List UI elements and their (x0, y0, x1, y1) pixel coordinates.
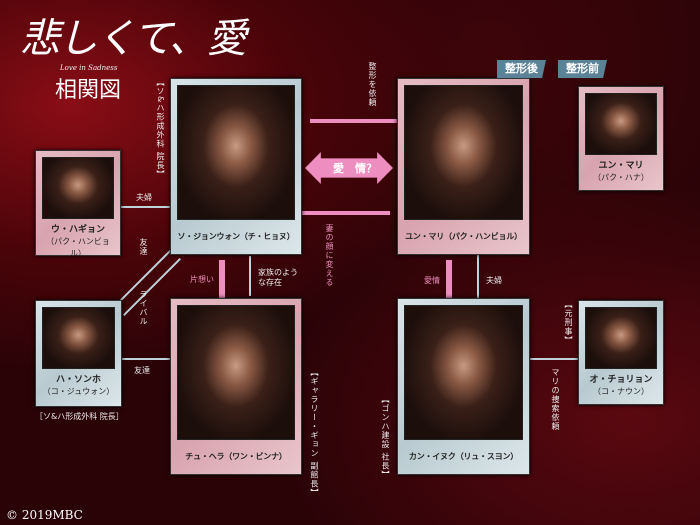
character-photo (585, 93, 657, 155)
arrow-family-like (249, 256, 251, 296)
arrow-surgery-request (310, 119, 397, 123)
line-search-request (530, 358, 578, 360)
actor-name: （コ・ナウン） (593, 387, 649, 396)
character-name-block: ウ・ハギョン （パク・ハンビョル） (42, 224, 114, 260)
copyright: © 2019MBC (6, 508, 83, 522)
relation-couple: 夫婦 (136, 193, 152, 202)
actor-name: （コ・ジュウォン） (42, 387, 115, 396)
relation-couple: 夫婦 (486, 276, 502, 285)
arrow-friend (119, 244, 177, 302)
relation-love-question: 愛 情？ (333, 162, 377, 175)
arrow-one-sided (219, 260, 225, 298)
role-inuk: 【ゴンハ建設 社長】 (381, 395, 390, 480)
character-name: ハ・ソンホ (55, 375, 101, 385)
character-card-mari-before[interactable]: ユン・マリ （パク・ハナ） (578, 86, 664, 191)
relation-search-request: マリの捜索依頼 (551, 368, 560, 431)
character-name: チュ・ヘラ（ワン・ビンナ） (185, 451, 287, 461)
character-name: カン・イヌク（リュ・スヨン） (408, 451, 519, 461)
relation-family-like: 家族のような存在 (258, 268, 298, 287)
arrow-love (446, 260, 452, 298)
tag-after-surgery: 整形後 (497, 60, 546, 78)
character-card-jeongwon[interactable]: ソ・ジョンウォン（チ・ヒョヌ） (170, 78, 302, 255)
actor-name: （パク・ハナ） (593, 173, 649, 182)
relation-friend: 友達 (139, 238, 148, 256)
character-card-sonho[interactable]: ハ・ソンホ （コ・ジュウォン） (35, 300, 122, 407)
character-photo (404, 85, 523, 220)
line-couple-hagyeong (120, 206, 170, 208)
actor-name: （パク・ハンビョル） (46, 237, 110, 258)
character-name-block: ユン・マリ （パク・ハナ） (585, 160, 657, 184)
tag-before-surgery: 整形前 (558, 60, 607, 78)
character-photo (177, 85, 295, 220)
character-name: ユン・マリ（パク・ハンビョル） (405, 231, 522, 241)
character-photo (42, 307, 115, 369)
relation-rival: ライバル (139, 290, 148, 326)
drama-logo-subtitle: Love in Sadness (60, 64, 118, 72)
relation-love: 愛情 (424, 276, 440, 285)
chart-title: 相関図 (55, 78, 122, 103)
relation-change-face: 妻の顔に変える (325, 224, 334, 287)
character-name: ソ・ジョンウォン（チ・ヒョヌ） (177, 231, 295, 241)
character-card-inuk[interactable]: カン・イヌク（リュ・スヨン） (397, 298, 530, 475)
character-name: ウ・ハギョン (50, 225, 105, 235)
role-sonho: ［ソ&ハ形成外科 院長］ (35, 412, 124, 421)
relation-surgery-request: 整形を依頼 (368, 62, 377, 107)
character-name-block: ハ・ソンホ （コ・ジュウォン） (42, 374, 115, 398)
role-cheoryeon: 【元刑事】 (564, 300, 573, 345)
character-photo (177, 305, 295, 440)
line-couple-mari-inuk (477, 255, 479, 298)
character-card-cheoryeon[interactable]: オ・チョリョン （コ・ナウン） (578, 300, 664, 405)
arrow-change-face (302, 211, 390, 215)
character-card-hagyeong[interactable]: ウ・ハギョン （パク・ハンビョル） (35, 150, 121, 258)
character-card-hera[interactable]: チュ・ヘラ（ワン・ビンナ） (170, 298, 302, 475)
character-photo (404, 305, 523, 440)
relation-one-sided: 片想い (190, 275, 214, 284)
character-name: オ・チョリョン (589, 375, 653, 385)
character-photo (585, 307, 657, 369)
role-jeongwon: 【ソ&ハ形成外科 院長】 (156, 78, 165, 179)
line-friend-sonho-hera (122, 358, 170, 360)
character-card-mari[interactable]: ユン・マリ（パク・ハンビョル） (397, 78, 530, 255)
role-hera: 【ギャラリー・ギョン 副館長】 (310, 368, 319, 498)
relation-friend: 友達 (134, 366, 150, 375)
drama-logo: 悲しくて、愛 (20, 16, 247, 62)
character-photo (42, 157, 114, 219)
character-name: ユン・マリ (598, 161, 644, 171)
character-name-block: オ・チョリョン （コ・ナウン） (585, 374, 657, 398)
